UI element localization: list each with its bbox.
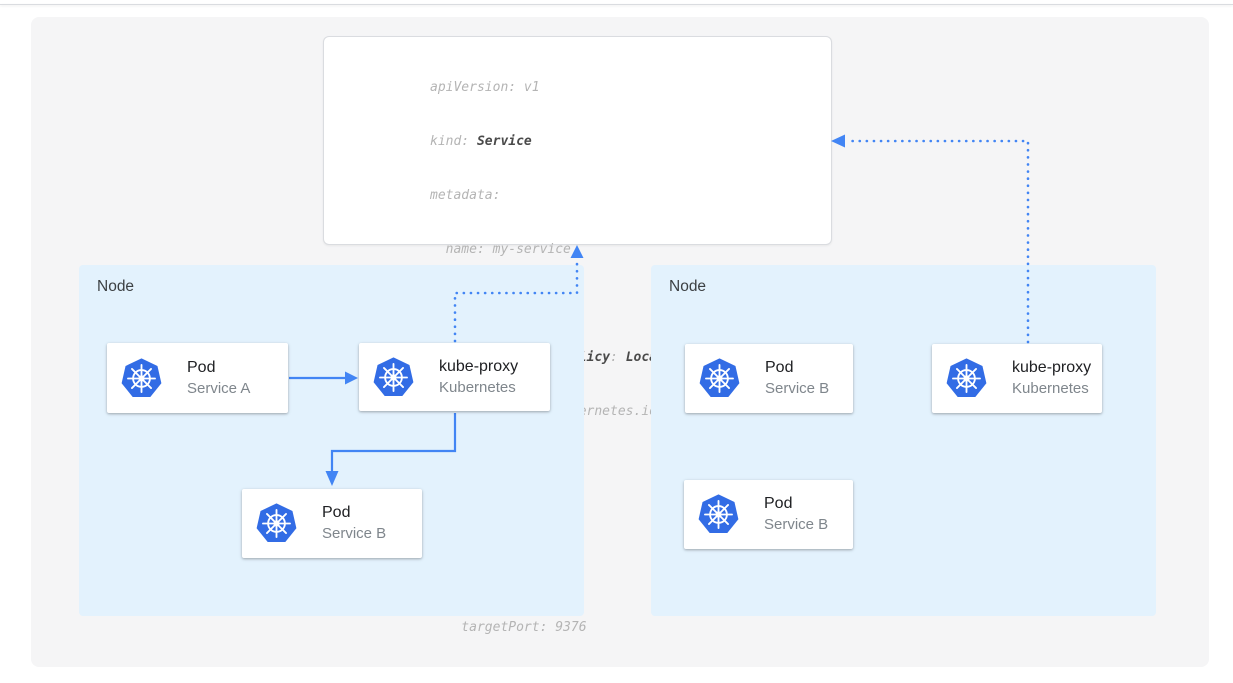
card-subtitle: Service B bbox=[765, 380, 830, 397]
kube-proxy-card-right: kube-proxy Kubernetes bbox=[932, 344, 1102, 413]
service-yaml-card bbox=[323, 36, 832, 245]
kubernetes-icon bbox=[699, 358, 740, 398]
card-title: Pod bbox=[764, 495, 793, 512]
card-subtitle: Service B bbox=[764, 516, 829, 533]
code-line: apiVersion: v1 bbox=[430, 80, 540, 95]
node-left: Node bbox=[79, 265, 584, 616]
code-line: name: my-service bbox=[430, 242, 571, 257]
node-right: Node bbox=[651, 265, 1156, 616]
pod-service-b-card-left: Pod Service B bbox=[242, 489, 422, 558]
code-line: metadata: bbox=[430, 188, 501, 203]
code-line: targetPort: 9376 bbox=[430, 620, 587, 635]
card-title: Pod bbox=[187, 358, 216, 376]
card-subtitle: Kubernetes bbox=[439, 378, 516, 396]
pod-service-b-card-right-top: Pod Service B bbox=[685, 344, 853, 413]
card-subtitle: Kubernetes bbox=[1012, 380, 1089, 397]
window-top-divider bbox=[0, 4, 1233, 5]
card-subtitle: Service B bbox=[322, 525, 387, 542]
node-label: Node bbox=[97, 278, 135, 295]
card-subtitle: Service A bbox=[187, 379, 251, 397]
kubernetes-icon bbox=[256, 503, 297, 543]
node-label: Node bbox=[669, 278, 707, 295]
kubernetes-icon bbox=[373, 356, 414, 397]
pod-service-a-card: Pod Service A bbox=[107, 343, 288, 413]
code-line: kind: Service bbox=[430, 134, 532, 149]
card-title: kube-proxy bbox=[439, 357, 519, 375]
kube-proxy-card-left: kube-proxy Kubernetes bbox=[359, 343, 550, 411]
card-title: Pod bbox=[322, 504, 351, 521]
card-title: Pod bbox=[765, 359, 794, 376]
kubernetes-icon bbox=[121, 357, 162, 398]
kubernetes-icon bbox=[698, 494, 739, 534]
kubernetes-icon bbox=[946, 358, 987, 398]
card-title: kube-proxy bbox=[1012, 359, 1092, 376]
pod-service-b-card-right-bottom: Pod Service B bbox=[684, 480, 853, 549]
